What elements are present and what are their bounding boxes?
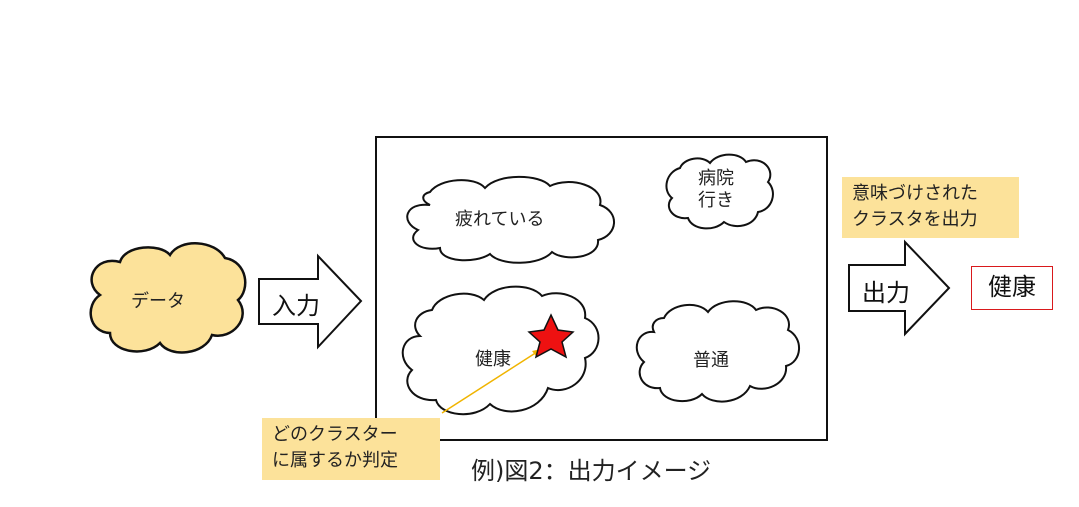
input-arrow-label: 入力 xyxy=(272,292,320,320)
output-arrow-shape xyxy=(848,239,951,337)
result-box: 健康 xyxy=(971,266,1053,310)
star-marker xyxy=(527,313,575,359)
note-belongs: どのクラスター に属するか判定 xyxy=(262,418,440,480)
cluster-label-healthy: 健康 xyxy=(475,349,511,370)
cluster-label-tired: 疲れている xyxy=(455,209,545,230)
cluster-label-normal: 普通 xyxy=(693,350,729,371)
output-arrow-label: 出力 xyxy=(862,279,910,307)
input-arrow-shape xyxy=(258,253,363,350)
note-semantic-line2: クラスタを出力 xyxy=(852,209,978,230)
note-semantic: 意味づけされた クラスタを出力 xyxy=(842,177,1019,238)
data-cloud-label: データ xyxy=(131,291,185,312)
data-cloud-shape xyxy=(89,242,247,354)
cluster-cloud-hospital xyxy=(665,153,774,230)
pointer-line xyxy=(441,351,538,414)
note-belongs-line2: に属するか判定 xyxy=(272,450,398,471)
note-belongs-line1: どのクラスター xyxy=(272,424,398,445)
note-semantic-line1: 意味づけされた xyxy=(852,183,978,204)
cluster-label-hospital: 病院 行き xyxy=(698,168,734,211)
cluster-cloud-normal xyxy=(635,300,800,403)
figure-caption: 例)図2：出力イメージ xyxy=(471,457,712,485)
cluster-cloud-tired xyxy=(406,175,615,264)
